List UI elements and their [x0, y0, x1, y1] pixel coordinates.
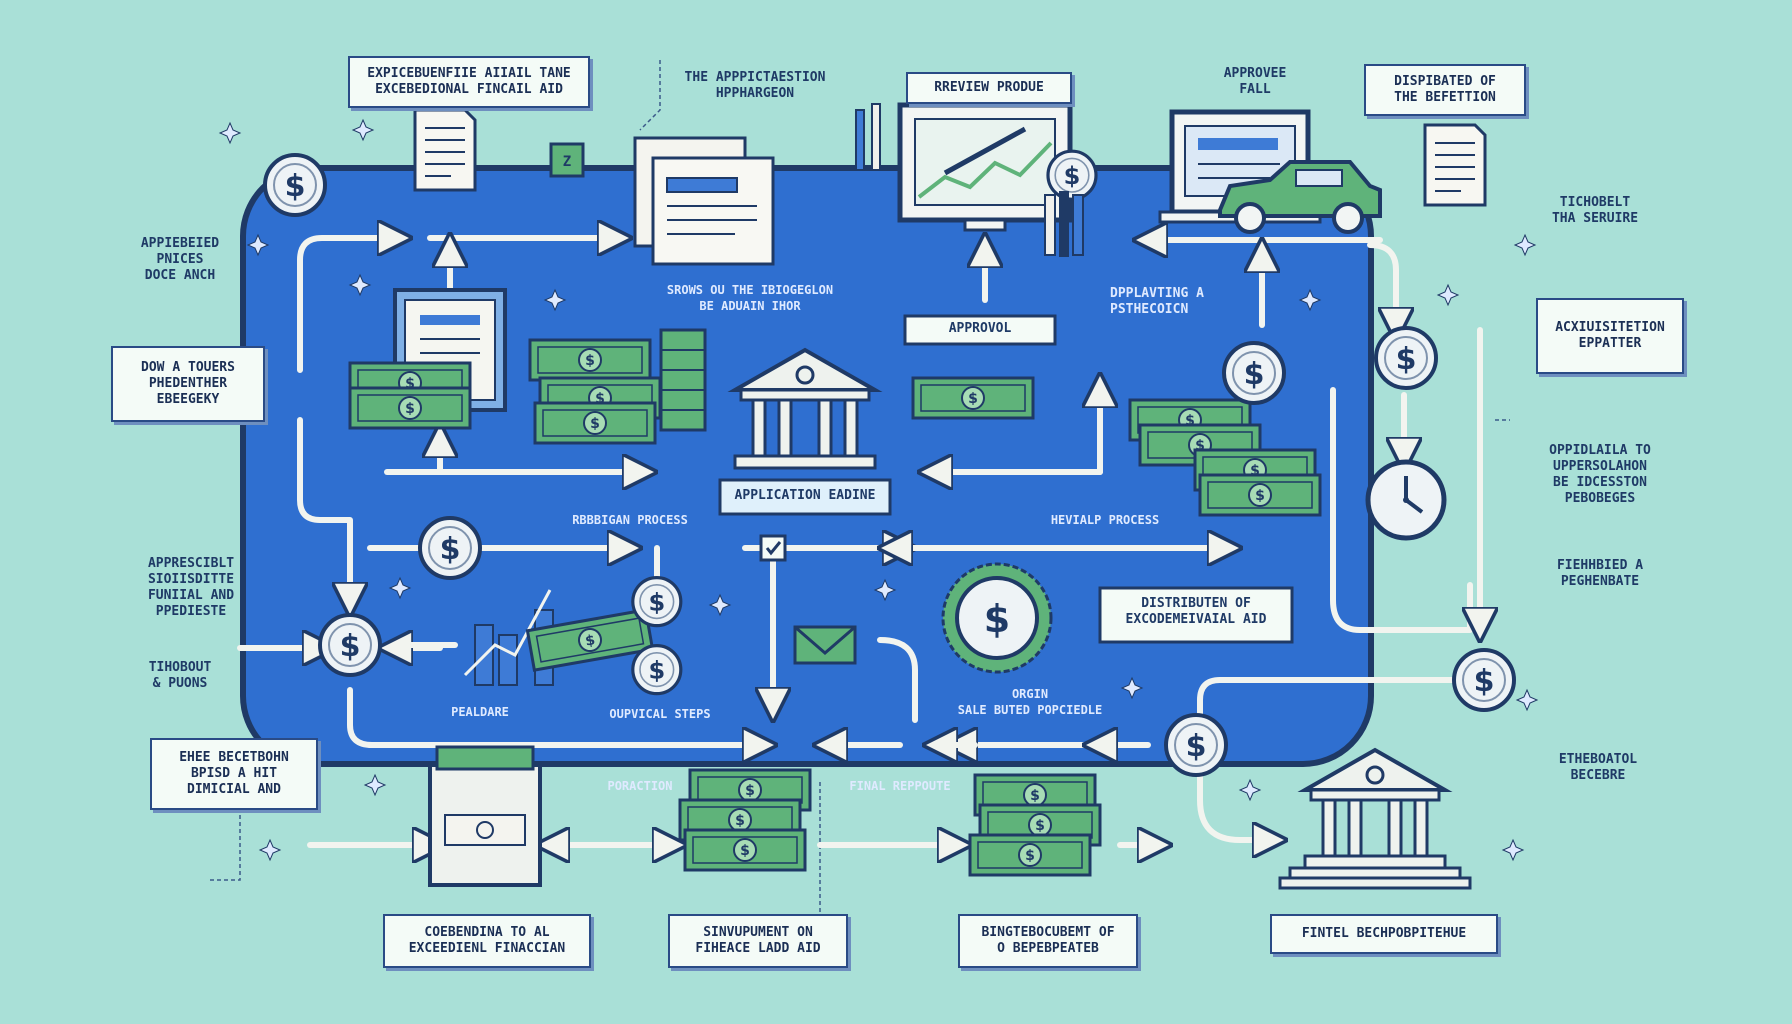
- arrow-down-chart: [877, 637, 918, 723]
- distributed-of-box: DISPIBATED OF THE BEFETTION: [1364, 64, 1526, 116]
- award-badge-icon: $: [941, 562, 1053, 674]
- grows-label: SROWS OU THE IBIOGEGLON BE ADUAIN IHOR: [666, 283, 834, 313]
- coin-mid-a-icon: [631, 576, 683, 628]
- approved-process-label: APPIEBEIED PNICES DOCE ANCH: [140, 236, 220, 283]
- pen-icon: [855, 103, 881, 171]
- coin-stack-icon: [659, 328, 707, 432]
- banknote-bottom-b-icon: [968, 773, 1102, 877]
- regression-process-label: RBBBIGAN PROCESS: [572, 513, 688, 527]
- revial-process-label: HEVIALP PROCESS: [1050, 513, 1160, 527]
- clock-icon: [1368, 462, 1444, 538]
- coin-right-col-icon: [1374, 326, 1438, 390]
- document-right-icon: [1423, 123, 1487, 207]
- bottom-box-4: FINTEL BECHPOBPITEHUE: [1270, 914, 1498, 954]
- application-engine-box: [718, 478, 892, 516]
- coin-mid-b-icon: [631, 644, 683, 696]
- flow-arrows: [237, 238, 1480, 845]
- prepare-label: PEALDARE: [451, 705, 509, 719]
- finished-label: FIEHHBIED A PEGHENBATE: [1556, 558, 1644, 589]
- arrow-bottom-right: [1197, 717, 1270, 840]
- approved-fall-label: APPROVEE FALL: [1223, 66, 1287, 97]
- bottom-box-1: COEBENDINA TO AL EXCEEDIENL FINACCIAN: [383, 914, 591, 968]
- bottom-box-3: BINGTEBOCUBEMT OF O BEPEBPEATEB: [958, 914, 1138, 968]
- arrow-top-row: [297, 238, 395, 373]
- establishment-label: ETHEBOATOL BECEBRE: [1558, 752, 1638, 783]
- pens-cluster-icon: [1044, 191, 1084, 257]
- top-title-box: EXPICEBUENFIIE AIIAIL TANE EXCEBEDIONAL …: [348, 56, 590, 108]
- steps-icon: [1278, 866, 1472, 890]
- throughout-label: TIHOBOUT & PUONS: [148, 660, 212, 691]
- deploying-label: DPPLAVTING A PSTHECOICN: [1110, 286, 1204, 317]
- document-icon: [413, 108, 477, 192]
- application-engine-label: APPLICATION EADINE: [734, 488, 876, 503]
- svg-text:Z: Z: [563, 154, 571, 170]
- bank-icon-right: [1303, 748, 1447, 870]
- monitor-icon: [897, 102, 1073, 232]
- approval-note-icon: [911, 376, 1035, 420]
- arrow-bottom-left: [347, 687, 760, 745]
- bottom-box-2: SINVUPUMENT ON FIHEACE LADD AID: [668, 914, 848, 968]
- approved-funding-label: APPRESCIBLT SIOIISDITTE FUNIIAL AND PPED…: [147, 556, 235, 619]
- car-icon: [1218, 160, 1382, 234]
- banknote-stack-left-icon: [348, 361, 472, 430]
- coin-right-icon: [1222, 341, 1286, 405]
- small-code-icon: Z: [549, 142, 585, 178]
- atm-icon: [428, 745, 542, 887]
- final-reports-label: FINAL REPPOUTE: [849, 779, 951, 793]
- arrow-right-drop: [1367, 242, 1396, 325]
- approval-box: [903, 314, 1057, 346]
- applicable-label: OPPIDLAILA TO UPPERSOLAHON BE IDCESSTON …: [1549, 443, 1651, 506]
- app-preparation-label: THE APPPICTAESTION HPPHARGEON: [684, 70, 826, 101]
- check-box-icon: [759, 534, 787, 562]
- optical-steps-label: OUPVICAL STEPS: [609, 707, 711, 721]
- paper-stack-icon: [633, 136, 775, 266]
- coin-row2-icon: [418, 516, 482, 580]
- down-a-tours-box: DOW A TOUERS PHEDENTHER EBEEGEKY: [111, 346, 265, 422]
- distribution-of-label: DISTRIBUTEN OF EXCODEMEIVAIAL AID: [1125, 596, 1267, 627]
- arrow-right-column: [1330, 387, 1473, 633]
- envelope-icon: [793, 625, 857, 665]
- coin-far-right-icon: [1452, 648, 1516, 712]
- svg-text:$: $: [984, 597, 1010, 641]
- banknote-stack-center-icon: [528, 338, 662, 445]
- acquisition-box: ACXIUISITETION EPPATTER: [1536, 298, 1684, 374]
- coin-left-big-icon: [318, 613, 382, 677]
- coin-monitor-icon: [1046, 149, 1098, 201]
- production-label: PORACTION: [607, 779, 673, 793]
- coin-lower-right-icon: [1164, 713, 1228, 777]
- arrow-lower-right: [1197, 677, 1463, 723]
- thorough-service-label: TICHOBELT THA SERUIRE: [1551, 195, 1639, 226]
- approvol-label: APPROVOL: [948, 321, 1012, 336]
- exceptional-box: EHEE BECETBOHN BPISD A HIT DIMICIAL AND: [150, 738, 318, 810]
- arrow-panel-left: [297, 417, 350, 600]
- distribution-box: [1098, 586, 1294, 644]
- sale-based-label: ORGIN SALE BUTED POPCIEDLE: [957, 687, 1103, 717]
- coin-top-left-icon: [263, 153, 327, 217]
- review-produce-box: RREVIEW PRODUE: [906, 72, 1072, 104]
